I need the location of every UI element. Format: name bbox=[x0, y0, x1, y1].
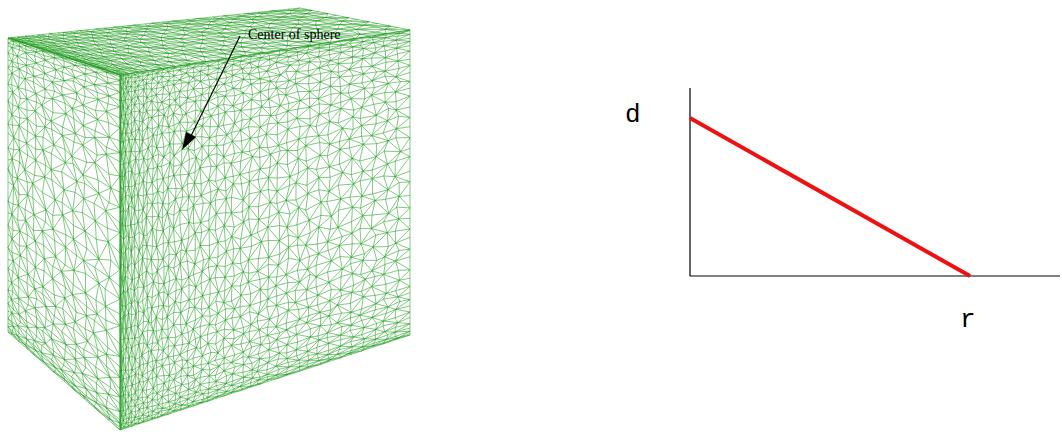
x-axis bbox=[690, 275, 1060, 276]
mesh-lines bbox=[8, 8, 410, 430]
mesh-face bbox=[120, 30, 410, 430]
callout-label: Center of sphere bbox=[248, 27, 341, 43]
axis-label: r bbox=[960, 305, 976, 335]
mesh-face bbox=[8, 38, 120, 430]
linear-falloff bbox=[690, 118, 970, 276]
arrow-head bbox=[182, 132, 196, 150]
y-axis bbox=[689, 88, 690, 276]
leader-line bbox=[191, 36, 240, 136]
axis-label: d bbox=[625, 100, 641, 130]
